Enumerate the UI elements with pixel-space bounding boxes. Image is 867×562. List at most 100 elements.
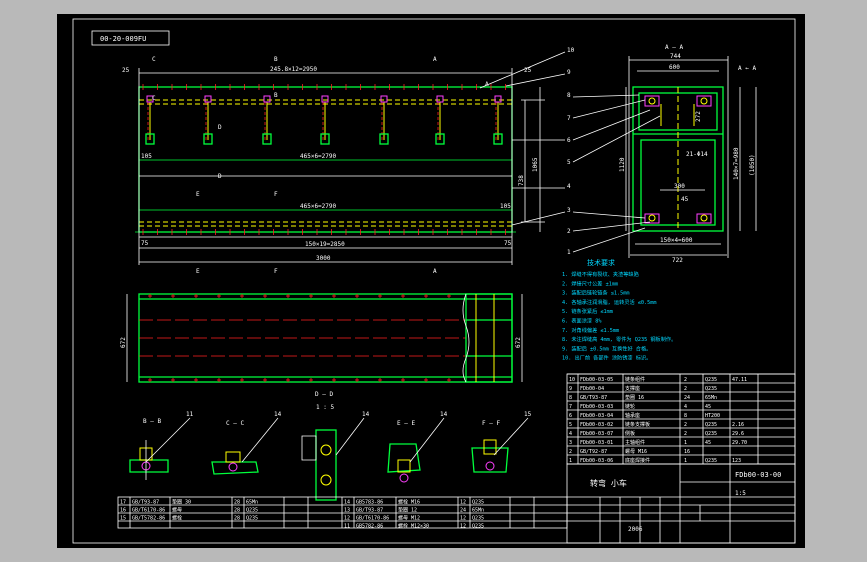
svg-text:16: 16 bbox=[684, 449, 690, 455]
svg-text:672: 672 bbox=[120, 337, 127, 348]
svg-text:4: 4 bbox=[567, 183, 571, 190]
svg-text:GB/T92-87: GB/T92-87 bbox=[580, 449, 607, 455]
svg-text:主轴组件: 主轴组件 bbox=[625, 439, 645, 446]
code-box bbox=[91, 30, 170, 46]
svg-text:29.70: 29.70 bbox=[732, 440, 747, 446]
svg-text:47.11: 47.11 bbox=[732, 377, 747, 383]
svg-text:672: 672 bbox=[515, 337, 522, 348]
note-line: 7. 对角线偏差 ≤1.5mm bbox=[562, 326, 619, 334]
dim-right-end: 25 bbox=[524, 67, 532, 74]
svg-text:F: F bbox=[274, 191, 278, 198]
hanger-bracket bbox=[379, 95, 389, 145]
svg-text:FDb00-03-02: FDb00-03-02 bbox=[580, 422, 613, 428]
svg-text:A — A: A — A bbox=[665, 44, 683, 51]
svg-text:链轮: 链轮 bbox=[625, 403, 635, 410]
svg-text:140×7=980: 140×7=980 bbox=[733, 147, 740, 180]
svg-text:垫圈 30: 垫圈 30 bbox=[172, 499, 191, 506]
svg-text:8: 8 bbox=[567, 92, 571, 99]
svg-text:Q235: Q235 bbox=[472, 516, 484, 522]
dim-height-1065: 1065 bbox=[532, 157, 539, 172]
svg-text:技术要求: 技术要求 bbox=[587, 258, 615, 267]
section-a-a: A — A 744 600 150×4=600 722 300 45 21-Φ1… bbox=[567, 44, 756, 264]
dim-end-75a: 75 bbox=[141, 240, 149, 247]
svg-text:GB/T93-87: GB/T93-87 bbox=[356, 508, 383, 514]
svg-text:GB5783-86: GB5783-86 bbox=[356, 500, 383, 506]
svg-text:29.6: 29.6 bbox=[732, 431, 744, 437]
note-line: 2. 焊接尺寸公差 ±1mm bbox=[562, 279, 618, 287]
svg-text:FDb00-03-05: FDb00-03-05 bbox=[580, 377, 613, 383]
svg-text:8: 8 bbox=[569, 395, 572, 401]
svg-text:C: C bbox=[152, 56, 156, 63]
svg-text:1: 1 bbox=[684, 458, 687, 464]
svg-text:300: 300 bbox=[674, 183, 685, 190]
svg-text:17: 17 bbox=[120, 500, 126, 506]
svg-text:E: E bbox=[196, 268, 200, 275]
note-line: 3. 装配后链轮链条 ≤1.5mm bbox=[562, 289, 630, 297]
svg-text:2.16: 2.16 bbox=[732, 422, 744, 428]
note-line: 4. 各轴承注润滑脂, 运转灵活 ≤0.5mm bbox=[562, 298, 657, 306]
svg-text:FDb00-03-07: FDb00-03-07 bbox=[580, 431, 613, 437]
hanger-bracket bbox=[493, 95, 503, 145]
dim-height-738: 738 bbox=[518, 175, 525, 186]
svg-text:45: 45 bbox=[705, 404, 711, 410]
svg-text:螺母 M16: 螺母 M16 bbox=[625, 448, 647, 455]
svg-text:14: 14 bbox=[274, 411, 282, 418]
svg-text:Q235: Q235 bbox=[705, 431, 717, 437]
svg-text:1: 1 bbox=[567, 249, 571, 256]
hanger-brackets bbox=[145, 95, 503, 145]
svg-text:Q235: Q235 bbox=[705, 458, 717, 464]
svg-text:链条组件: 链条组件 bbox=[625, 376, 645, 383]
note-line: 1. 焊缝不得有裂纹、夹渣等缺陷 bbox=[562, 270, 639, 278]
date-value: 2006 bbox=[628, 526, 643, 533]
svg-text:GB/T6170-86: GB/T6170-86 bbox=[356, 516, 389, 522]
note-line: 10. 出厂前 各部件 涂防锈漆 标识。 bbox=[562, 354, 651, 362]
dim-bottom-chain: 150×19=2850 bbox=[305, 241, 345, 248]
svg-text:15: 15 bbox=[524, 411, 532, 418]
svg-text:(1050): (1050) bbox=[749, 154, 756, 176]
hanger-bracket bbox=[203, 95, 213, 145]
svg-text:A: A bbox=[433, 268, 437, 275]
svg-text:5: 5 bbox=[569, 422, 572, 428]
title-block[interactable]: 转弯 小车 FDb00-03-00 1:5 2006 bbox=[566, 463, 796, 544]
svg-text:Q235: Q235 bbox=[472, 500, 484, 506]
svg-text:链条支撑板: 链条支撑板 bbox=[625, 421, 650, 428]
svg-text:螺母: 螺母 bbox=[172, 507, 182, 514]
svg-text:FDb00-03-06: FDb00-03-06 bbox=[580, 458, 613, 464]
svg-text:1: 1 bbox=[684, 440, 687, 446]
svg-text:15: 15 bbox=[120, 516, 126, 522]
svg-text:722: 722 bbox=[672, 257, 683, 264]
svg-text:8: 8 bbox=[684, 413, 687, 419]
dim-side-105a: 105 bbox=[141, 153, 152, 160]
svg-text:150×4=600: 150×4=600 bbox=[660, 237, 693, 244]
dim-side-105b: 105 bbox=[500, 203, 511, 210]
drawing-number: FDb00-03-00 bbox=[735, 471, 781, 479]
svg-text:2: 2 bbox=[684, 377, 687, 383]
svg-text:轴承座: 轴承座 bbox=[625, 412, 640, 419]
svg-text:12: 12 bbox=[344, 516, 350, 522]
svg-text:Q235: Q235 bbox=[246, 516, 258, 522]
svg-text:E — E: E — E bbox=[397, 420, 415, 427]
svg-text:16: 16 bbox=[120, 508, 126, 514]
svg-text:24: 24 bbox=[684, 395, 690, 401]
svg-text:14: 14 bbox=[362, 411, 370, 418]
svg-text:6: 6 bbox=[569, 413, 572, 419]
svg-text:4: 4 bbox=[569, 431, 572, 437]
svg-text:3: 3 bbox=[567, 207, 571, 214]
dim-mid-chain-2: 465×6=2790 bbox=[300, 203, 337, 210]
svg-text:D: D bbox=[218, 173, 222, 180]
svg-text:11: 11 bbox=[344, 524, 350, 530]
balloon-leaders-elevation: 10 9 3 4 bbox=[479, 47, 575, 226]
svg-text:1120: 1120 bbox=[619, 157, 626, 172]
svg-text:螺栓 M16: 螺栓 M16 bbox=[398, 499, 420, 506]
hanger-bracket bbox=[435, 95, 445, 145]
svg-text:螺栓 M12×30: 螺栓 M12×30 bbox=[398, 523, 429, 530]
svg-text:螺母 M12: 螺母 M12 bbox=[398, 515, 420, 522]
detail-sections: B — B C — C D — D 1 : 5 E — E F — F 11 1… bbox=[129, 391, 532, 501]
svg-text:11: 11 bbox=[186, 411, 194, 418]
